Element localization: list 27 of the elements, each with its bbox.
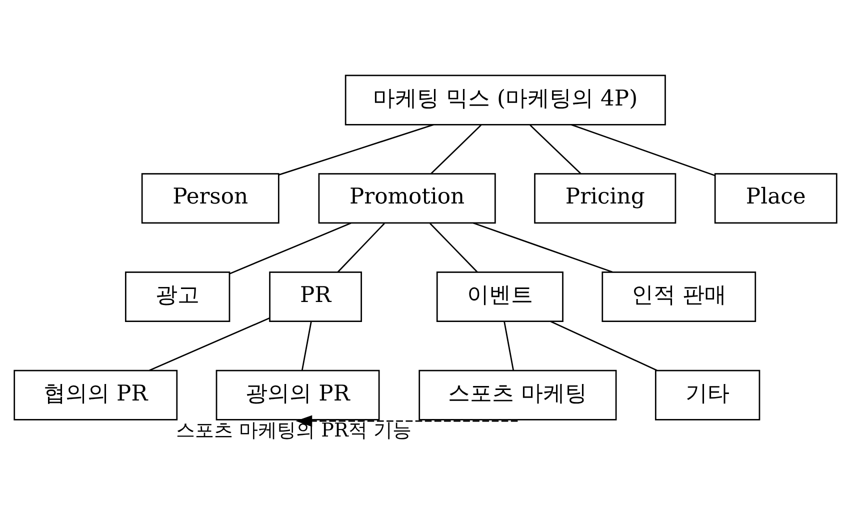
node-box: Promotion (318, 173, 496, 224)
node-box: 마케팅 믹스 (마케팅의 4P) (344, 74, 666, 126)
connector (530, 124, 582, 174)
connector (278, 124, 434, 176)
node-box: PR (269, 271, 362, 322)
node-box: 기타 (654, 370, 760, 420)
node-box: 광의의 PR (216, 370, 380, 420)
edge-label: 스포츠 마케팅의 PR적 기능 (176, 418, 412, 442)
connector (550, 320, 658, 372)
node-box: Person (141, 173, 280, 224)
connector (337, 222, 385, 272)
connector (149, 318, 270, 371)
arrow (296, 415, 518, 427)
connector (301, 322, 312, 370)
node-box: 인적 판매 (602, 271, 756, 322)
connector (571, 124, 716, 176)
node-box: Place (714, 173, 838, 224)
connector (430, 222, 478, 272)
node-box: 이벤트 (436, 271, 564, 322)
node-box: 스포츠 마케팅 (418, 370, 617, 420)
node-box: Pricing (534, 173, 676, 224)
connector (472, 222, 613, 273)
connector (430, 124, 482, 174)
connector (229, 222, 352, 274)
node-box: 광고 (125, 271, 230, 322)
node-box: 협의의 PR (14, 370, 178, 420)
connector (504, 322, 514, 370)
